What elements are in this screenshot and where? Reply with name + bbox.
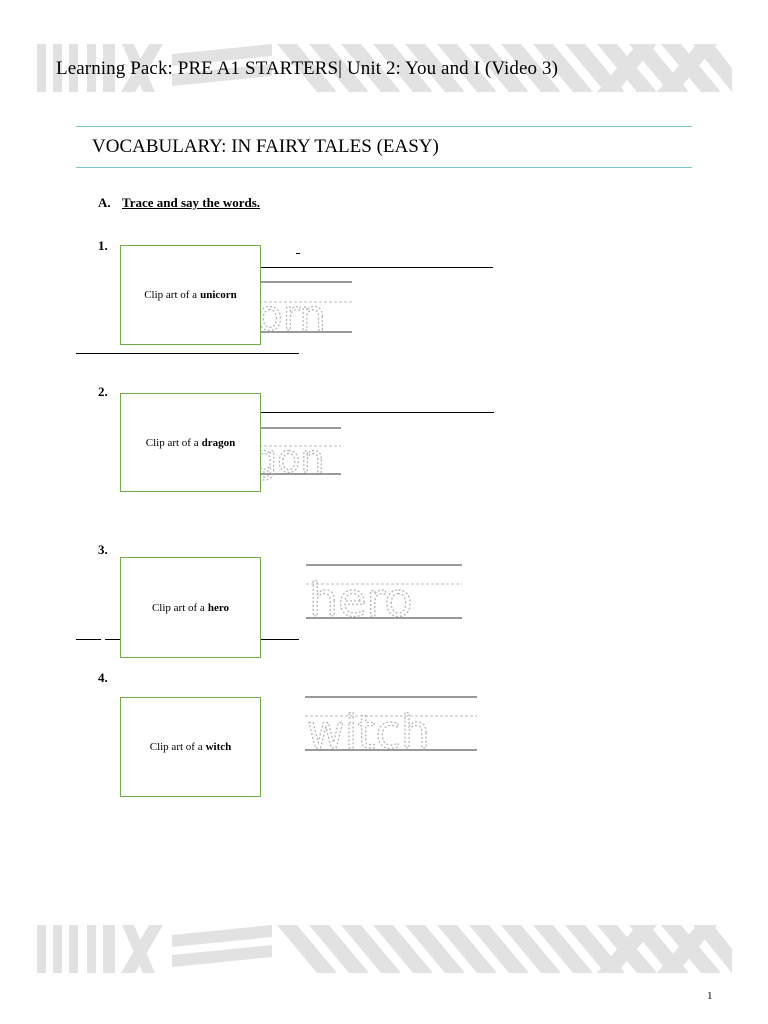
clip-art-caption-word: unicorn — [200, 289, 237, 301]
footer-banner-pattern — [37, 925, 732, 973]
trace-letters: gon — [259, 437, 324, 481]
item-number: 3. — [98, 542, 108, 557]
trace-word-dragon: gon — [259, 426, 343, 488]
clip-art-caption-prefix: Clip art of a — [151, 601, 205, 614]
item-number: 2. — [98, 384, 108, 399]
trace-word-witch: witch — [303, 694, 479, 756]
item-number: 1. — [98, 238, 108, 253]
header-banner-pattern — [37, 44, 732, 92]
writing-line — [259, 412, 494, 413]
trace-word-hero: hero — [306, 562, 464, 622]
section-title: VOCABULARY: IN FAIRY TALES (EASY) — [92, 136, 439, 157]
writing-line — [76, 639, 101, 640]
trace-letters: hero — [309, 573, 413, 622]
trace-guide-lines: witch — [305, 696, 477, 756]
section-title-box: VOCABULARY: IN FAIRY TALES (EASY) — [76, 126, 692, 168]
clip-art-caption-prefix: Clip art of a — [144, 289, 198, 301]
stripe-pattern-graphic — [37, 925, 732, 973]
page-number: 1 — [707, 990, 713, 1002]
stripe-pattern-graphic — [37, 44, 732, 92]
writing-line — [76, 353, 299, 354]
clip-art-caption-prefix: Clip art of a — [145, 436, 199, 449]
writing-line — [259, 267, 493, 268]
item-number: 4. — [98, 670, 108, 685]
writing-line — [259, 639, 299, 640]
trace-letters: orn — [259, 291, 326, 334]
page-header-title: Learning Pack: PRE A1 STARTERS| Unit 2: … — [56, 58, 558, 79]
trace-guide-lines: orn — [259, 281, 352, 334]
trace-guide-lines: hero — [306, 564, 462, 622]
trace-guide-lines: gon — [259, 427, 341, 482]
part-letter: A. — [98, 195, 111, 210]
instruction-text: Trace and say the words. — [122, 195, 261, 210]
clip-art-caption-word: hero — [207, 601, 230, 614]
clip-art-caption-word: dragon — [201, 436, 236, 449]
clip-art-caption-word: witch — [205, 741, 232, 753]
writing-line-dash — [296, 253, 300, 254]
trace-word-unicorn: orn — [259, 280, 354, 334]
clip-art-caption-prefix: Clip art of a — [149, 741, 203, 753]
writing-line — [105, 639, 120, 640]
trace-letters: witch — [307, 705, 430, 756]
